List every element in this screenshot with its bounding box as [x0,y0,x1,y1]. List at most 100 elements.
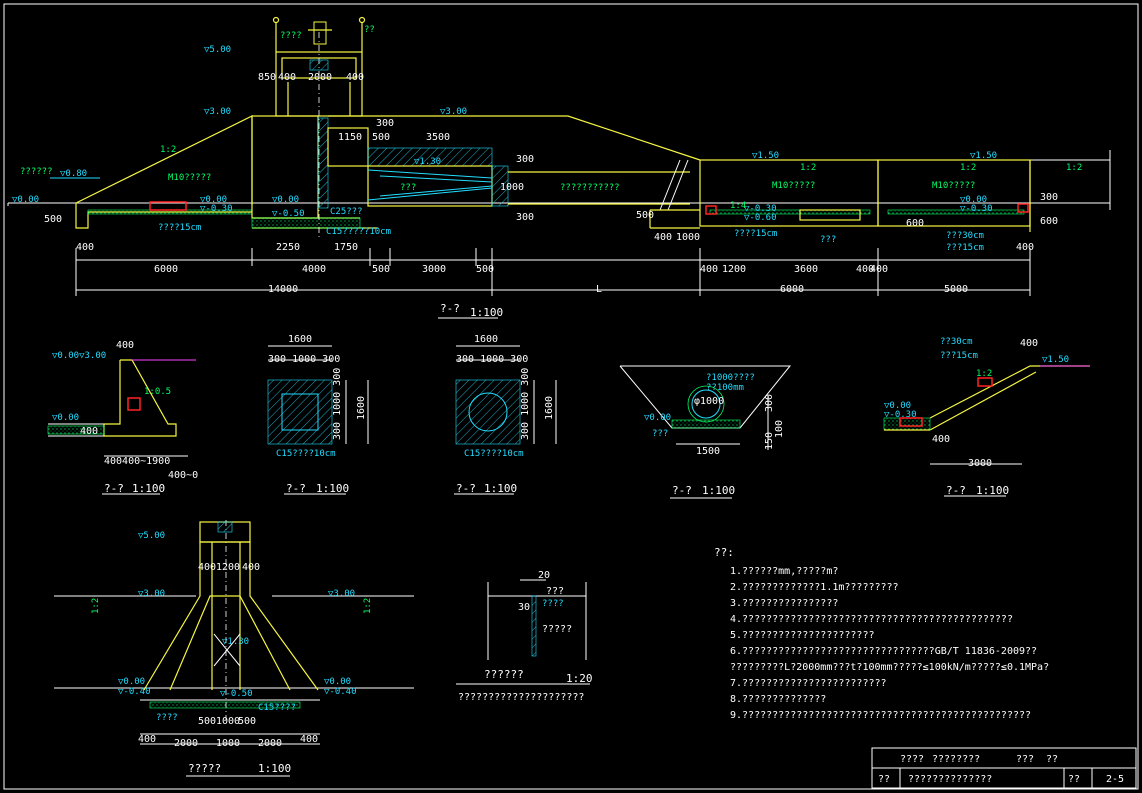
dim-label: 300 [764,394,775,412]
detail-scale: 1:100 [976,484,1009,497]
part-label: ???? [542,599,564,609]
dim-label: 3600 [794,264,818,275]
note-item: 2.?????????????1.1m????????? [730,582,899,593]
dim-label: 4000 [302,264,326,275]
dim-label: 1000 [676,232,700,243]
dim-label: 850 [258,72,276,83]
elev-label: ▽0.00 [324,677,351,687]
elev-label: ▽1.50 [1042,355,1069,365]
section-scale: 1:100 [470,306,503,319]
dim-label: L [596,284,602,295]
title-block: ???? ???????? ??? ?? ?? ?????????????? ?… [871,747,1137,789]
dim-label: 300 [516,212,534,223]
part-label: ??????????? [560,183,620,193]
slope-label: 1:2 [800,163,816,173]
elev-label: ▽1.50 [970,151,997,161]
dim-label: 500 [198,716,216,727]
dim-label: 500 [636,210,654,221]
dim-label: 30 [518,602,530,613]
dim-label: 400 [654,232,672,243]
dim-label: 400 [80,426,98,437]
elev-label: ▽-0.60 [744,213,777,223]
dim-label: 5000 [944,284,968,295]
slope-label: 1:0.5 [144,387,171,397]
detail-title: ?-? [456,482,476,495]
note-item: 3.???????????????? [730,598,838,609]
detail-scale: 1:100 [132,482,165,495]
dim-label: 400 [76,242,94,253]
note-item: ?????????L?2000mm???t?100mm?????≤100kN/m… [730,662,1049,673]
dim-label: 500 [372,132,390,143]
slope-label: 1:2 [976,369,992,379]
note-item: 6.????????????????????????????????GB/T 1… [730,646,1037,657]
material-label: ???15cm [946,243,984,253]
part-label: ??? [652,429,668,439]
note-label: ?????? [20,167,53,177]
detail-title: ?????? [484,668,524,681]
part-label: ??? [400,183,416,193]
dim-label: 400 [856,264,874,275]
section-title: ?-? [440,302,460,315]
slope-label: 1:4 [730,201,746,211]
dim-label: 500 [476,264,494,275]
elev-label: ▽3.00 [328,589,355,599]
dim-label: 400 [116,340,134,351]
drawing-frame [3,3,1139,790]
dim-label: 300 [376,118,394,129]
note-item: 1.??????mm,?????m? [730,566,838,577]
dim-label: 400 [346,72,364,83]
dim-label: 400~0 [168,470,198,481]
elev-label: ▽-0.30 [744,204,777,214]
dim-label: 400 [1020,338,1038,349]
dim-label: 1750 [334,242,358,253]
dim-label: 400 [1016,242,1034,253]
main-section-labels: ▽5.00 ▽3.00 ▽3.00 ?????? ▽0.80 ▽0.00 1:2… [12,25,1082,319]
material-label: ????15cm [734,229,777,239]
elev-label: ▽0.00 [200,195,227,205]
dim-label: 1000 [500,182,524,193]
detail-title: ?-? [672,484,692,497]
detail-2: 1600 300 1000 300 300 1000 300 1600 C15?… [267,334,369,495]
dim-label: 400400~1900 [104,456,170,467]
elev-label: ▽-0.30 [884,410,917,420]
elev-label: ▽0.00 [644,413,671,423]
dim-label: 300 1000 300 [520,368,531,440]
elev-label: ▽3.00 [204,107,231,117]
note-item: 8.?????????????? [730,694,826,705]
slope-label: 1:2 [1066,163,1082,173]
elev-label: ▽0.00 [960,195,987,205]
material-label: ??30cm [940,337,973,347]
dim-label: 400 [300,734,318,745]
dim-label: 400 [700,264,718,275]
material-label: C15????10cm [464,449,524,459]
detail-note: ????????????????????? [458,692,584,703]
elev-label: ▽3.00 [138,589,165,599]
title-cell: ?? [1046,754,1058,765]
slope-label: 1:2 [160,145,176,155]
material-label: C15?????10cm [326,227,391,237]
detail-title: ?-? [104,482,124,495]
elev-label: ▽-0.50 [220,689,253,699]
title-cell: ?? [1068,774,1080,785]
dim-label: 500 [44,214,62,225]
pipe-label: ??100mm [706,383,744,393]
dim-label: 400 [278,72,296,83]
note-item: 4.??????????????????????????????????????… [730,614,1013,625]
material-label: M10????? [168,173,211,183]
part-label: ??? [820,235,836,245]
dim-label: 500 [372,264,390,275]
elev-label: ▽1.30 [222,637,249,647]
material-label: C25??? [330,207,363,217]
material-label: ???15cm [940,351,978,361]
dim-label: 2000 [174,738,198,749]
part-label: ?? [364,25,375,35]
material-label: M10????? [772,181,815,191]
drawing-number: 2-5 [1106,774,1124,785]
detail-6: 20 ??? 30 ???? ????? ?????? 1:20 ???????… [456,570,593,703]
dim-label: 300 1000 300 [456,354,528,365]
title-cell: ???? [900,754,924,765]
dim-label: 400 [870,264,888,275]
elev-label: ▽1.30 [414,157,441,167]
elev-label: ▽0.00 [118,677,145,687]
